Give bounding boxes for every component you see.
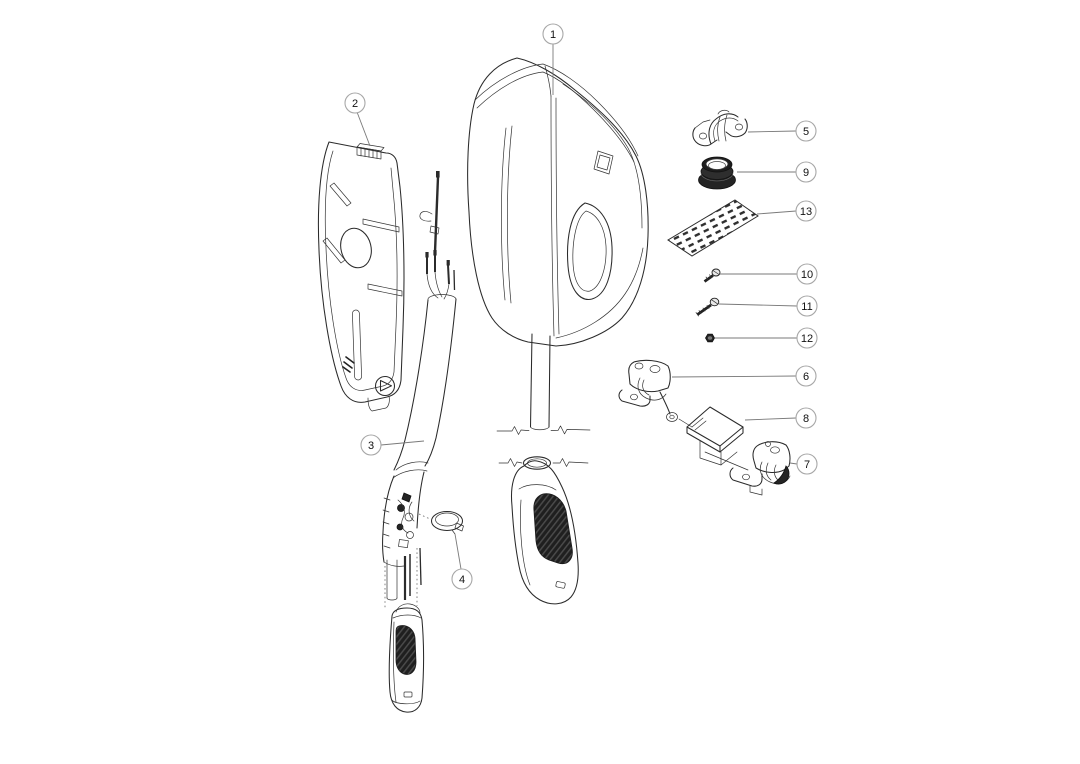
callout-4[interactable]: 4 (451, 568, 473, 590)
part-label-sheet (667, 199, 759, 257)
callout-5-label: 5 (803, 126, 809, 138)
leader-lines (356, 44, 798, 570)
part-grommet (698, 156, 736, 190)
callout-10[interactable]: 10 (796, 263, 818, 285)
callout-7-label: 7 (804, 459, 810, 471)
leader-line-2 (356, 111, 371, 147)
part-handle-bottom (388, 603, 425, 713)
callout-9-label: 9 (803, 167, 809, 179)
callout-3-label: 3 (368, 440, 374, 452)
break-line-bottom (498, 458, 589, 467)
part-main-unit (467, 57, 649, 431)
leader-line-7 (789, 462, 798, 465)
callout-12-label: 12 (801, 333, 813, 345)
callout-5[interactable]: 5 (795, 120, 817, 142)
callout-6[interactable]: 6 (795, 365, 817, 387)
callout-1[interactable]: 1 (542, 23, 564, 45)
callout-8-label: 8 (803, 413, 809, 425)
leader-line-3 (380, 440, 425, 446)
callout-3[interactable]: 3 (360, 434, 382, 456)
part-backplate (317, 141, 405, 412)
part-ring-clamp (430, 510, 464, 535)
alignment-dotted-lines (384, 513, 431, 610)
callout-7[interactable]: 7 (796, 453, 818, 475)
part-cover-box (686, 406, 749, 471)
callout-10-label: 10 (801, 269, 813, 281)
part-saddle-clamp (692, 109, 748, 147)
part-screw-long (695, 297, 720, 317)
callout-9[interactable]: 9 (795, 161, 817, 183)
leader-line-11 (718, 303, 798, 307)
callout-12[interactable]: 12 (796, 327, 818, 349)
part-handle-middle (511, 456, 579, 605)
part-nut (705, 333, 715, 343)
leader-line-5 (747, 130, 797, 133)
callouts: 1 2 3 4 5 9 13 10 (344, 23, 818, 590)
part-bracket-right (729, 441, 791, 496)
callout-11-label: 11 (801, 301, 812, 313)
callout-13[interactable]: 13 (795, 200, 817, 222)
part-screw-short (703, 268, 721, 283)
callout-1-label: 1 (550, 29, 556, 41)
leader-line-8 (744, 417, 797, 421)
callout-11[interactable]: 11 (796, 295, 818, 317)
callout-4-label: 4 (459, 574, 465, 586)
part-bracket-left (618, 359, 693, 428)
callout-2[interactable]: 2 (344, 92, 366, 114)
callout-13-label: 13 (800, 206, 812, 218)
leader-line-4 (454, 533, 462, 570)
callout-2-label: 2 (352, 98, 358, 110)
callout-8[interactable]: 8 (795, 407, 817, 429)
leader-line-13 (756, 210, 797, 215)
leader-line-6 (671, 375, 797, 378)
break-line-top (496, 425, 591, 435)
part-cable-assembly (382, 171, 457, 601)
callout-6-label: 6 (803, 371, 809, 383)
